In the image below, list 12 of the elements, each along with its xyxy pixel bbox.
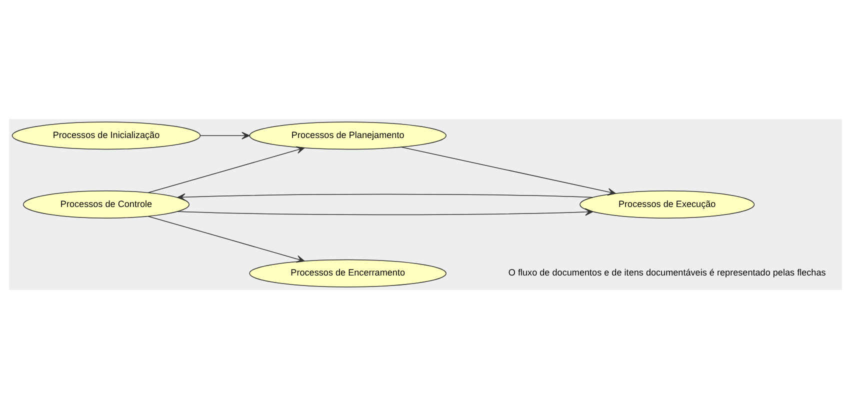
node-ellipse: Processos de Controle <box>22 190 190 218</box>
node-ellipse: Processos de Execução <box>580 190 755 218</box>
node-ellipse: Processos de Planejamento <box>249 121 447 150</box>
arrow <box>177 208 594 216</box>
node-ellipse: Processos de Inicialização <box>12 121 201 150</box>
arrow <box>148 215 305 262</box>
arrow <box>148 146 305 193</box>
label: O fluxo de documentos e de itens documentáveis é representado pelas flechas <box>508 267 826 278</box>
arrow <box>177 192 594 200</box>
arrow <box>200 131 250 139</box>
arrow <box>401 146 616 196</box>
node-ellipse: Processos de Encerramento <box>249 258 447 287</box>
